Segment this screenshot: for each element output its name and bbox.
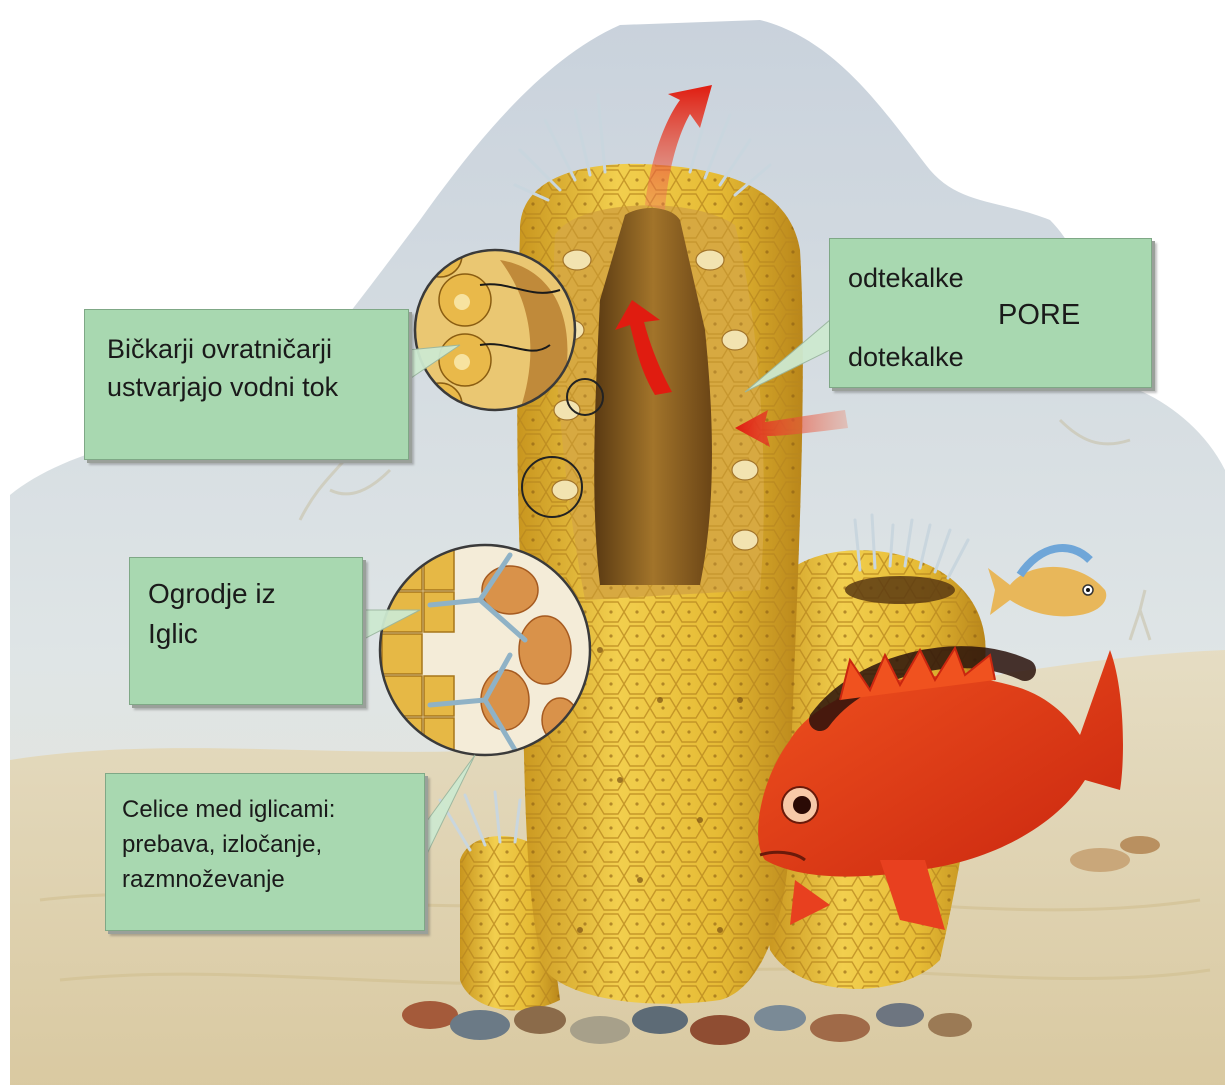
zoom-spicules [380,545,590,758]
label-cells-line3: razmnoževanje [122,866,285,894]
label-pores-inflow: dotekalke [848,342,964,373]
label-choanocytes-line1: Bičkarji ovratničarji [107,334,332,365]
label-cells: Celice med iglicami: prebava, izločanje,… [105,773,425,931]
label-pores: odtekalke PORE dotekalke [829,238,1152,388]
label-spicules: Ogrodje iz Iglic [129,557,363,705]
sponge-tube-main [515,95,803,1004]
label-spicules-line1: Ogrodje iz [148,578,276,610]
label-choanocytes: Bičkarji ovratničarji ustvarjajo vodni t… [84,309,409,460]
label-pores-outflow: odtekalke [848,263,964,294]
label-cells-line2: prebava, izločanje, [122,831,322,859]
label-cells-line1: Celice med iglicami: [122,796,335,824]
label-pores-title: PORE [998,299,1080,332]
label-spicules-line2: Iglic [148,618,198,650]
label-choanocytes-line2: ustvarjajo vodni tok [107,372,338,403]
